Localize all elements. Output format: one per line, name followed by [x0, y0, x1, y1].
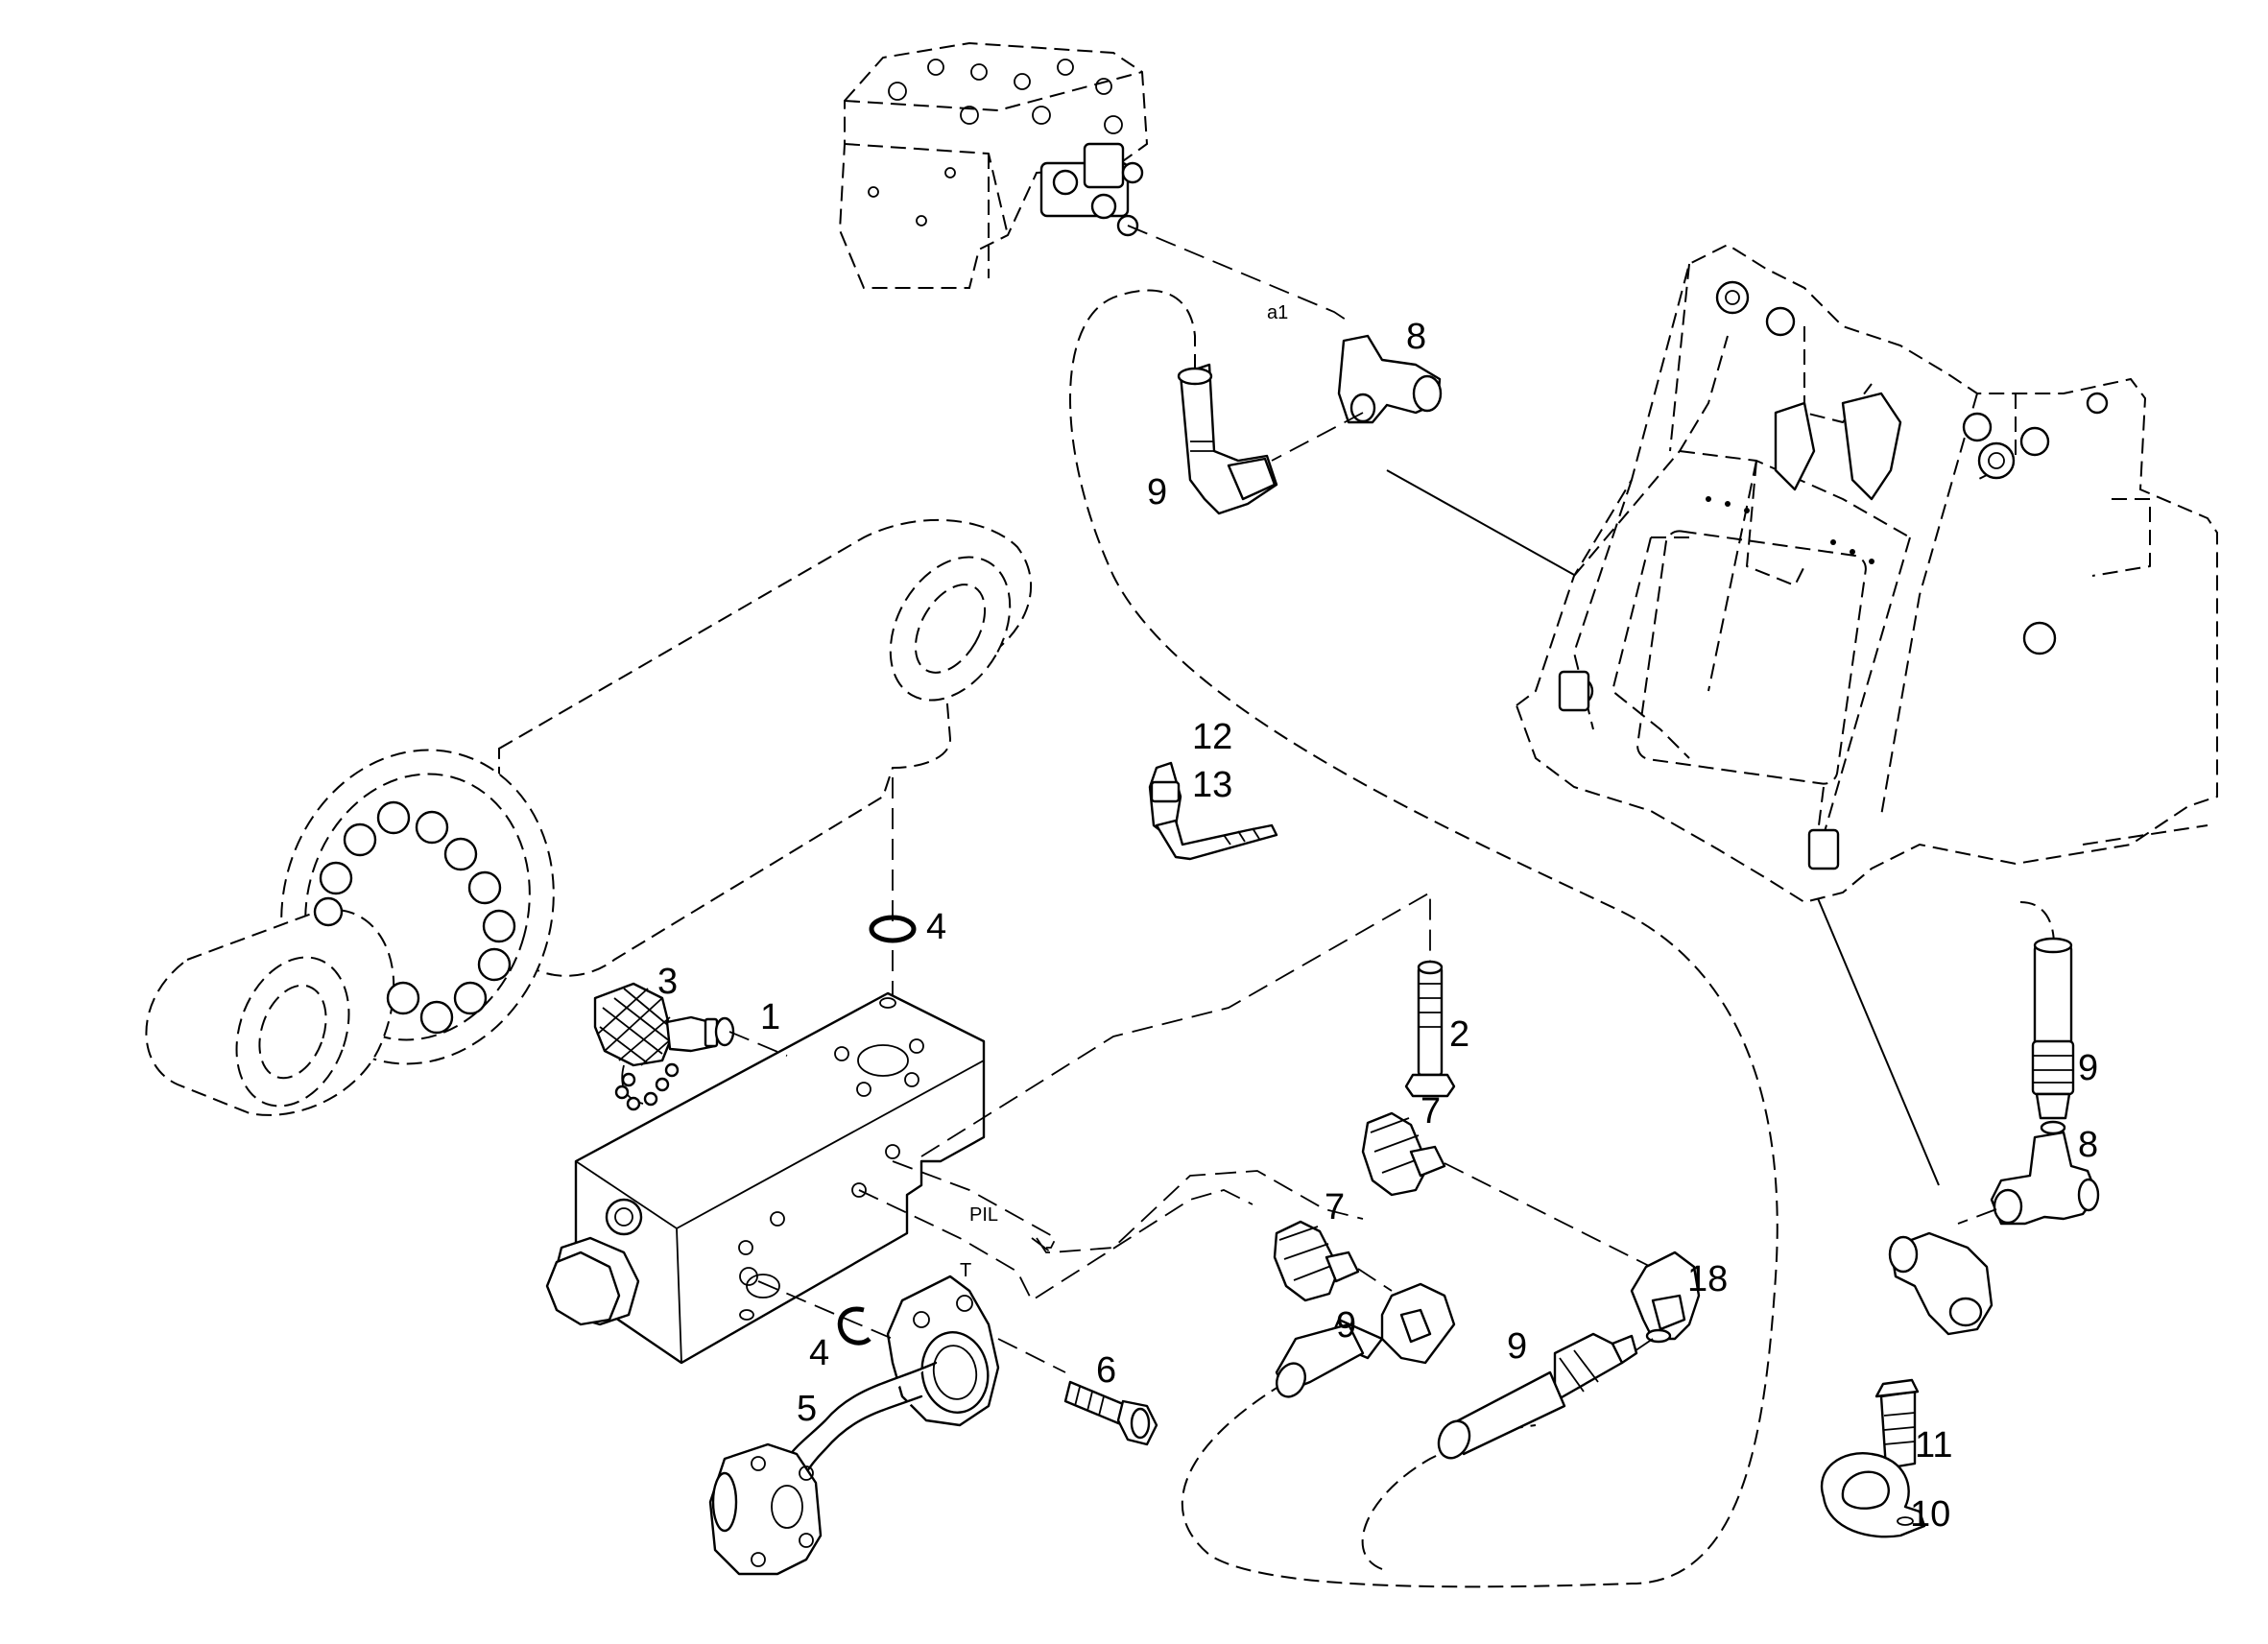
- callout-6: 6: [1096, 1350, 1116, 1391]
- clamp-and-bolt: [1820, 1378, 1926, 1538]
- test-coupling-3: [593, 982, 735, 1111]
- callout-9-right: 9: [2078, 1048, 2098, 1088]
- tee-fitting-top: [1337, 334, 1443, 424]
- bolt-2: [1404, 960, 1456, 1098]
- callout-1: 1: [760, 997, 780, 1037]
- pil-leader: PIL: [892, 1160, 1364, 1253]
- callout-labels: 1 2 3 4 4 5 6 7 7 8 8 9 9 9 9 10 11 12 1…: [657, 317, 2098, 1535]
- port-label-t: T: [960, 1260, 971, 1281]
- port-label-a1: a1: [1267, 302, 1288, 323]
- callout-8-right: 8: [2078, 1125, 2098, 1165]
- callout-9-top: 9: [1147, 472, 1167, 512]
- callout-5: 5: [797, 1389, 817, 1429]
- callout-7-upper: 7: [1420, 1091, 1441, 1132]
- callout-4-lower: 4: [809, 1333, 829, 1373]
- adapter-fitting-7-upper: [1361, 1111, 1446, 1197]
- flange-pipe-5: [708, 1275, 1000, 1576]
- callout-4-top: 4: [926, 907, 946, 947]
- a1-leader: a1: [1127, 225, 1349, 323]
- port-label-pil: PIL: [969, 1204, 998, 1226]
- callout-3: 3: [657, 962, 678, 1002]
- cable-tie-12-13: [1148, 761, 1278, 861]
- valve-block: [545, 991, 986, 1365]
- screw-6: [1063, 1380, 1158, 1446]
- adapter-fitting-7-lower: [1273, 1220, 1360, 1302]
- callout-13: 13: [1192, 765, 1232, 805]
- elbow-fitting-right: [1888, 1231, 1993, 1336]
- hose-end-9-lower: [1437, 1332, 1638, 1460]
- callout-7-lower: 7: [1325, 1187, 1345, 1227]
- hose-end-9-center: [1275, 1282, 1456, 1398]
- lift-cylinder: [145, 518, 1033, 1116]
- loader-frame-assembly: [1515, 243, 2218, 904]
- callout-10: 10: [1910, 1494, 1950, 1535]
- cylinder-flange-bolts: [313, 800, 516, 1035]
- callout-9-lower: 9: [1507, 1326, 1527, 1367]
- callout-18: 18: [1687, 1259, 1728, 1299]
- callout-8-top: 8: [1406, 317, 1426, 357]
- callout-11: 11: [1915, 1425, 1952, 1465]
- callout-9-center: 9: [1336, 1305, 1356, 1346]
- control-valve-assembly: [838, 41, 1149, 289]
- o-ring-top: [869, 915, 917, 943]
- callout-2: 2: [1449, 1014, 1469, 1055]
- o-ring-lower: [837, 1306, 871, 1346]
- t-leader: T: [858, 1189, 1253, 1302]
- callout-12: 12: [1192, 717, 1232, 757]
- hose-end-right: [2019, 901, 2075, 1135]
- tee-fitting-right: [1990, 1131, 2100, 1226]
- hose-end-top: [1177, 363, 1278, 515]
